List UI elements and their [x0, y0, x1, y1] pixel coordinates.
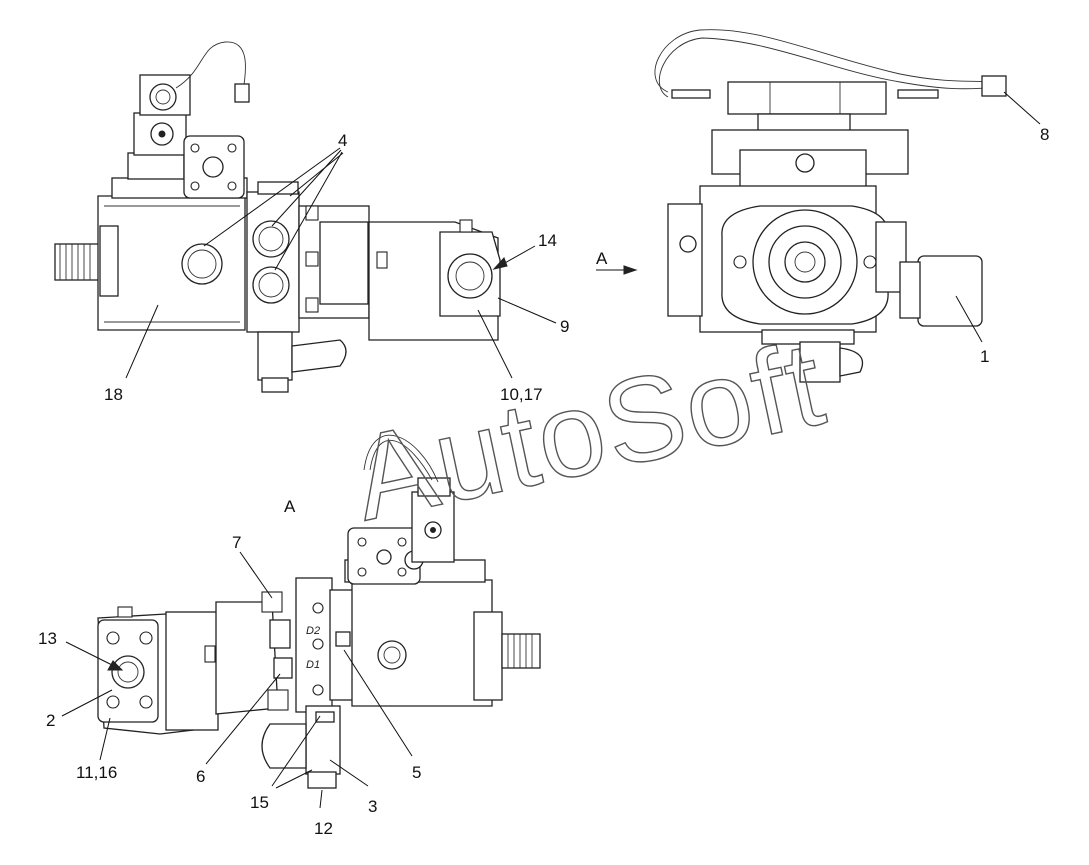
solenoid-valve: [727, 81, 887, 115]
callout-4: 4: [338, 131, 347, 150]
callout-18: 18: [104, 385, 123, 404]
callouts: 4 14 9 10,17 18 8 1 13 2 11,16 7 6 5 15 …: [38, 125, 1049, 838]
callout-5: 5: [412, 763, 421, 782]
view-title-label: A: [284, 497, 296, 516]
autosoft-watermark: AutoSoft: [342, 316, 836, 546]
suction-fitting: [257, 331, 293, 381]
callout-12: 12: [314, 819, 333, 838]
callout-13: 13: [38, 629, 57, 648]
wire-connector: [234, 83, 250, 103]
port-block: [246, 191, 300, 333]
port-fitting-upper: [252, 220, 290, 258]
callout-3: 3: [368, 797, 377, 816]
leader-lines: [61, 91, 1041, 809]
main-pump-housing: [97, 195, 246, 331]
port-label-d1: D1: [306, 659, 320, 671]
solenoid-body: [139, 74, 191, 116]
front-view: [596, 29, 1007, 383]
solenoid-wire-view-a: [369, 439, 433, 481]
side-fitting: [917, 255, 983, 327]
gear-pump-port: [447, 253, 493, 299]
input-shaft: [54, 243, 100, 281]
callout-14: 14: [538, 231, 557, 250]
port-fitting-lower: [252, 266, 290, 304]
callout-8: 8: [1040, 125, 1049, 144]
callout-10-17: 10,17: [500, 385, 543, 404]
callout-7: 7: [232, 533, 241, 552]
callout-15: 15: [250, 793, 269, 812]
main-housing-view-a: [351, 579, 493, 707]
callout-1: 1: [980, 347, 989, 366]
callout-11-16: 11,16: [76, 763, 117, 782]
connector-plug: [981, 75, 1007, 97]
side-port-block: [667, 203, 703, 317]
view-arrow-label: A: [596, 249, 608, 268]
view-a: [97, 435, 541, 789]
suction-pipe: [291, 339, 347, 373]
gear-pump-outlet: [111, 655, 145, 689]
cable-upper: [654, 29, 991, 93]
solenoid-wire: [175, 41, 246, 89]
side-view: [54, 41, 501, 393]
callout-9: 9: [560, 317, 569, 336]
callout-6: 6: [196, 767, 205, 786]
port-label-d2: D2: [306, 625, 320, 637]
bottom-suction-fitting: [799, 341, 841, 383]
callout-2: 2: [46, 711, 55, 730]
